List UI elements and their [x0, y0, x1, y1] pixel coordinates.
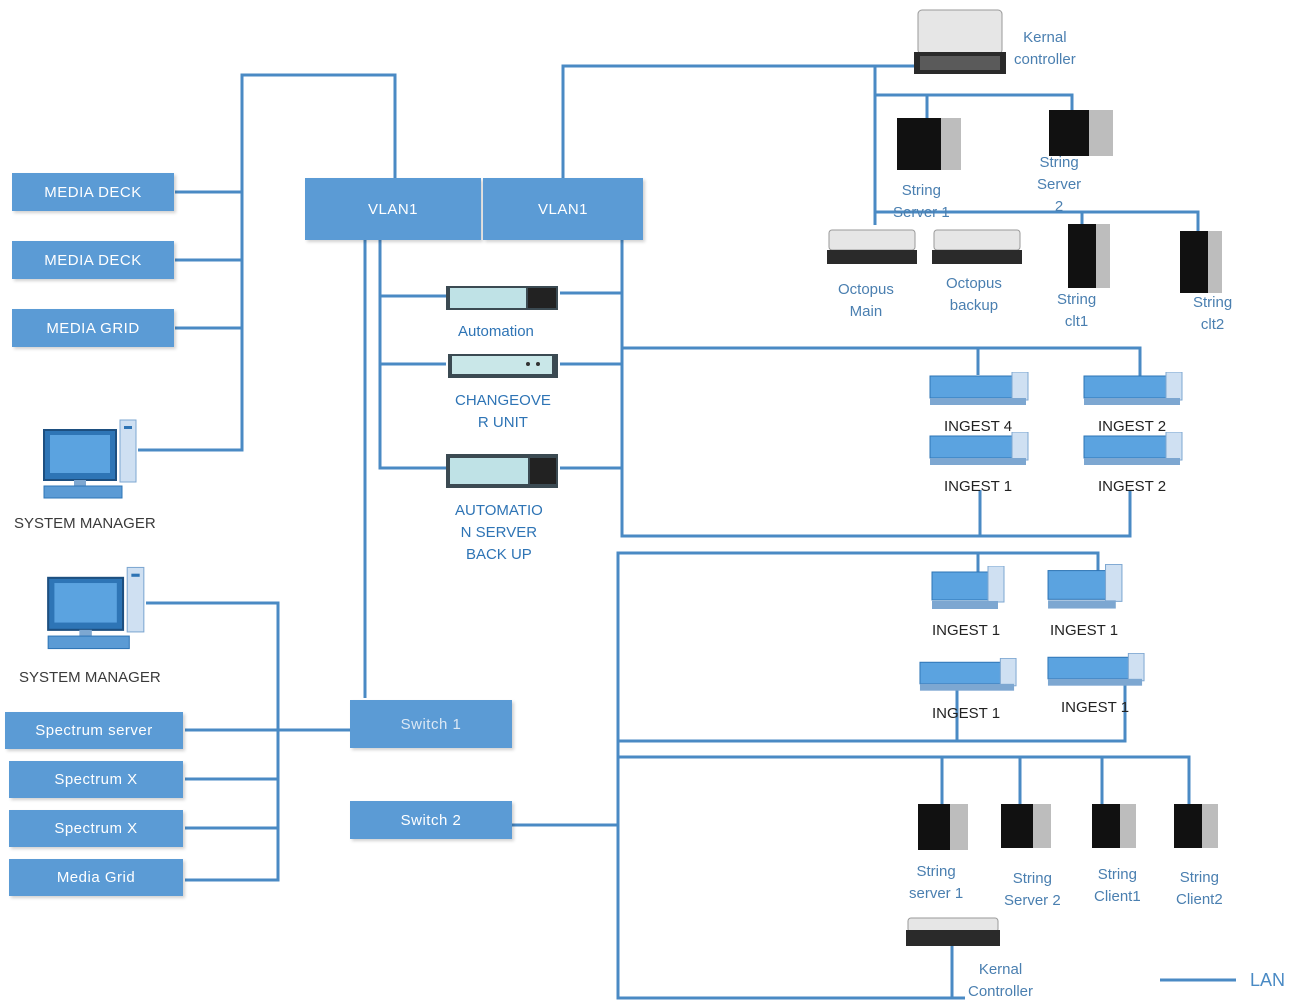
automation-unit-icon — [446, 286, 558, 310]
ingest-4-icon — [929, 372, 1029, 405]
media-grid-box: Media Grid — [9, 859, 183, 896]
automation-backup-label: AUTOMATIO N SERVER BACK UP — [455, 502, 543, 563]
changeover-label: CHANGEOVE R UNIT — [455, 392, 551, 431]
ingest-b3-icon — [919, 658, 1017, 691]
bottom-string-server-1-icon — [918, 804, 968, 850]
spectrum-x-2: Spectrum X — [9, 810, 183, 847]
bottom-string-server-1-label: String server 1 — [909, 863, 964, 902]
automation-label: Automation — [458, 323, 534, 340]
vlan-left: VLAN1 — [305, 178, 481, 240]
ingest-b2-icon — [1047, 564, 1123, 609]
media-grid: MEDIA GRID — [12, 309, 174, 347]
string-clt1-label: String clt1 — [1057, 291, 1097, 330]
ingest-1-icon — [929, 432, 1029, 465]
ingest-b1-label: INGEST 1 — [932, 622, 1001, 639]
automation-backup-icon — [446, 454, 558, 488]
octopus-main-icon — [827, 229, 917, 264]
kernal-controller-icon — [914, 9, 1006, 74]
octopus-main-label: Octopus Main — [838, 281, 894, 320]
system-manager-pc-icon-2 — [47, 566, 145, 650]
octopus-backup-label: Octopus backup — [946, 275, 1002, 314]
ingest-1-label: INGEST 1 — [944, 478, 1013, 495]
bottom-string-client-1-label: String Client1 — [1094, 866, 1141, 905]
spectrum-server: Spectrum server — [5, 712, 183, 749]
ingest-b3-label: INGEST 1 — [932, 705, 1001, 722]
ingest-4-label: INGEST 4 — [944, 418, 1013, 435]
octopus-backup-icon — [932, 229, 1022, 264]
ingest-2b-icon — [1083, 432, 1183, 465]
media-deck-2: MEDIA DECK — [12, 241, 174, 279]
ingest-b2-label: INGEST 1 — [1050, 622, 1119, 639]
string-server-2-icon — [1049, 110, 1113, 156]
ingest-2a-icon — [1083, 372, 1183, 405]
media-deck-1: MEDIA DECK — [12, 173, 174, 211]
ingest-2a-label: INGEST 2 — [1098, 418, 1167, 435]
bottom-string-client-1-icon — [1092, 804, 1136, 848]
spectrum-x-1: Spectrum X — [9, 761, 183, 798]
ingest-b4-label: INGEST 1 — [1061, 699, 1130, 716]
system-manager-label-top: SYSTEM MANAGER — [14, 515, 156, 532]
string-server-2-label: String Server 2 — [1037, 154, 1082, 215]
string-clt2-label: String clt2 — [1193, 294, 1233, 333]
string-clt2-icon — [1180, 231, 1222, 293]
switch-2: Switch 2 — [350, 801, 512, 839]
ingest-2b-label: INGEST 2 — [1098, 478, 1167, 495]
changeover-unit-icon — [448, 354, 558, 378]
system-manager-pc-icon — [43, 419, 137, 499]
bottom-kernal-controller-label: Kernal Controller — [968, 961, 1034, 1000]
switch-1: Switch 1 — [350, 700, 512, 748]
kernal-controller-label: Kernal controller — [1014, 29, 1076, 68]
string-clt1-icon — [1068, 224, 1110, 288]
string-server-1-icon — [897, 118, 961, 170]
string-server-1-label: String Server 1 — [893, 182, 950, 221]
bottom-string-client-2-icon — [1174, 804, 1218, 848]
bottom-string-server-2-label: String Server 2 — [1004, 870, 1061, 909]
legend-lan-label: LAN — [1250, 970, 1286, 990]
system-manager-label-bottom: SYSTEM MANAGER — [19, 669, 161, 686]
bottom-kernal-controller-icon — [906, 917, 1000, 946]
bottom-string-server-2-icon — [1001, 804, 1051, 848]
ingest-b1-icon — [931, 566, 1005, 609]
bottom-string-client-2-label: String Client2 — [1176, 869, 1223, 908]
vlan-right: VLAN1 — [483, 178, 643, 240]
ingest-b4-icon — [1047, 653, 1145, 686]
